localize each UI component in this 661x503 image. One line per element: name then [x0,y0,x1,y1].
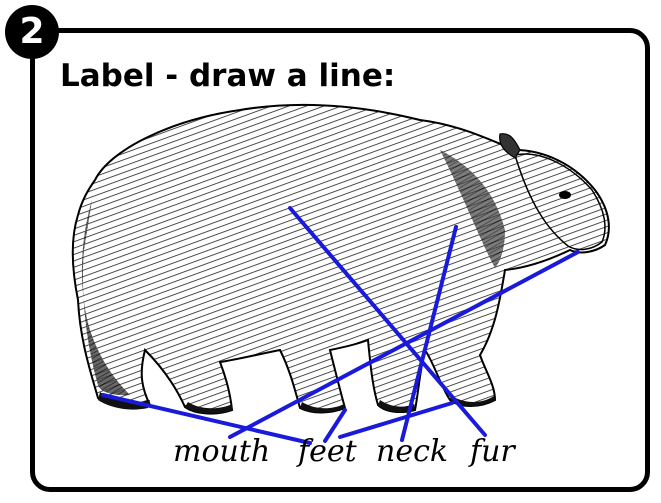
answer-line-fur[interactable] [288,206,487,437]
diprotodon-illustration [71,103,610,415]
answer-line-feet-left[interactable] [101,393,312,445]
eye-icon [559,191,571,199]
answer-line-feet-middle[interactable] [323,408,347,443]
label-mouth: mouth [173,434,271,469]
label-neck: neck [376,434,449,469]
label-feet: feet [298,434,357,469]
answer-lines[interactable] [101,206,580,445]
instruction-heading: Label - draw a line: [60,58,396,94]
answer-line-neck[interactable] [400,225,458,442]
ear-icon [499,133,521,159]
question-number-badge: 2 [5,5,59,59]
answer-line-mouth[interactable] [228,250,580,439]
answer-line-feet-right[interactable] [338,401,454,439]
label-fur: fur [470,434,515,469]
